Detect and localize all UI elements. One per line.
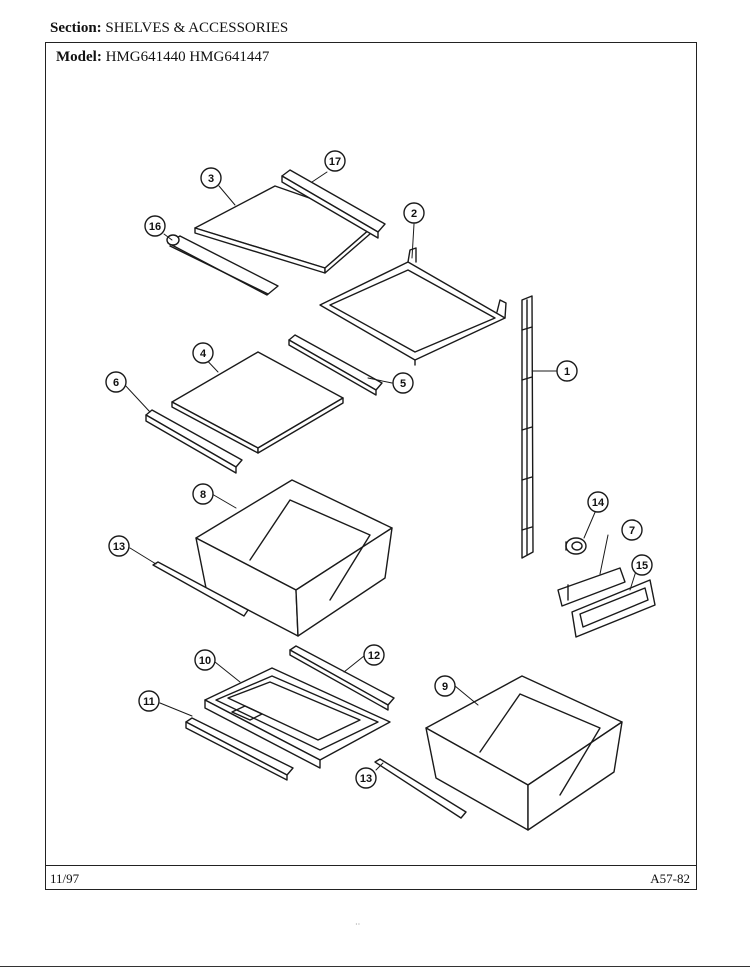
callout-15: 15 [631,554,653,576]
callout-13-lower: 13 [355,767,377,789]
shelf-front-trim [166,234,279,296]
svg-text:13: 13 [113,541,125,553]
callout-17: 17 [324,150,346,172]
svg-text:10: 10 [199,655,211,667]
drawer-cover-frame [204,667,391,769]
callout-8: 8 [192,483,214,505]
svg-text:11: 11 [143,696,155,708]
crisper-drawer-upper [195,479,393,637]
cover-front-trim [185,717,294,781]
footer-divider [46,865,696,866]
footer-date: 11/97 [50,871,80,886]
diagram-frame: Model: HMG641440 HMG641447 11/97 A57-82 [45,42,697,890]
svg-text:15: 15 [636,560,648,572]
callout-9: 9 [434,675,456,697]
section-value: SHELVES & ACCESSORIES [105,20,289,36]
svg-text:17: 17 [329,156,341,168]
shelf-rear-trim [281,169,386,239]
callout-1: 1 [556,360,578,382]
drawer-trim-strip-upper [152,561,249,617]
svg-text:16: 16 [149,221,161,233]
callout-14: 14 [587,491,609,513]
cantilever-shelf-frame [319,247,507,366]
footer-page-code: A57-82 [650,871,690,886]
svg-text:7: 7 [629,525,635,537]
page-bottom-rule [0,966,750,967]
svg-text:14: 14 [592,497,605,509]
svg-text:13: 13 [360,773,372,785]
svg-text:1: 1 [564,366,570,378]
callout-7: 7 [621,519,643,541]
svg-text:4: 4 [200,348,207,360]
model-label: Model: [56,49,102,65]
glass-shelf-middle [171,351,344,454]
humidity-knob [565,537,587,555]
stray-scan-mark: ·· [355,920,361,929]
callout-11: 11 [138,690,160,712]
svg-text:8: 8 [200,489,206,501]
callout-10: 10 [194,649,216,671]
callout-5: 5 [392,372,414,394]
callout-6: 6 [105,371,127,393]
humidity-control-cover [571,579,656,638]
callout-16: 16 [144,215,166,237]
cover-rear-trim [289,645,395,711]
callout-2: 2 [403,202,425,224]
svg-text:9: 9 [442,681,448,693]
drawer-trim-strip-lower [374,758,467,819]
svg-text:3: 3 [208,173,214,185]
callout-13-upper: 13 [108,535,130,557]
svg-text:6: 6 [113,377,119,389]
model-value: HMG641440 HMG641447 [105,49,270,65]
svg-text:5: 5 [400,378,406,390]
crisper-drawer-lower [425,675,623,831]
callout-12: 12 [363,644,385,666]
callout-4: 4 [192,342,214,364]
svg-text:2: 2 [411,208,417,220]
svg-text:12: 12 [368,650,380,662]
shelf-rear-trim-middle [288,334,383,396]
section-label: Section: [50,20,102,36]
section-header: Section: SHELVES & ACCESSORIES [50,20,288,37]
humidity-control-slide [557,567,626,607]
model-header: Model: HMG641440 HMG641447 [56,49,269,66]
callout-3: 3 [200,167,222,189]
shelf-ladder-rail [521,295,534,559]
